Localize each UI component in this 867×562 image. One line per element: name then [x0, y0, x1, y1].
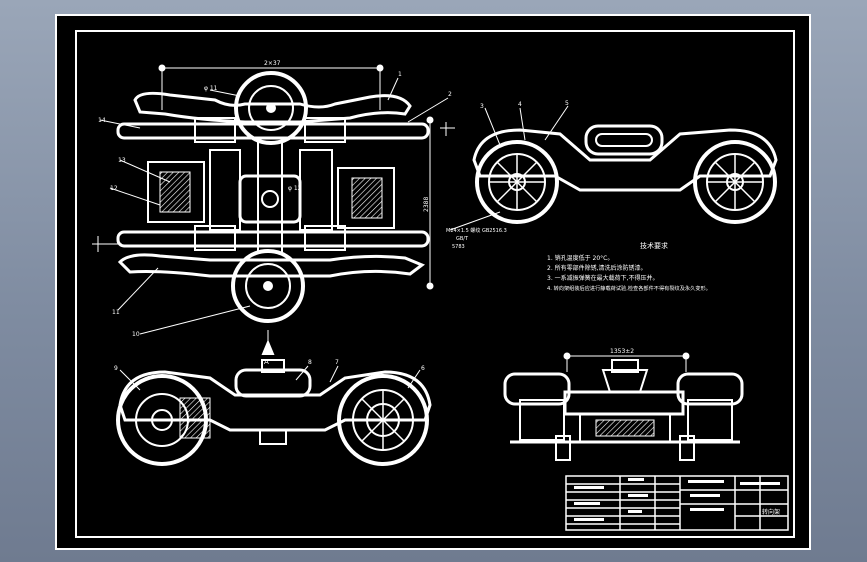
side-view — [449, 105, 778, 231]
elevation-view — [116, 359, 432, 466]
title-block — [565, 475, 789, 531]
part-10: 10 — [132, 331, 140, 338]
note-line-3: 5783 — [452, 244, 465, 250]
tech-req-1: 1. 销孔温度低于 20°C。 — [547, 254, 613, 262]
part-8: 8 — [308, 359, 312, 366]
plan-view — [92, 64, 455, 355]
tech-requirements-title: 技术要求 — [640, 241, 668, 250]
part-5: 5 — [565, 100, 569, 107]
dim-top: 2×37 — [264, 60, 281, 67]
dim-side: 2388 — [423, 197, 430, 212]
part-14: 14 — [98, 117, 106, 124]
part-3: 3 — [480, 103, 484, 110]
part-12: 12 — [110, 185, 118, 192]
tech-req-2: 2. 所有零部件除锈,清洗后涂防锈漆。 — [547, 264, 647, 272]
title-block-label: 转向架 — [762, 508, 780, 516]
part-9: 9 — [114, 365, 118, 372]
part-1: 1 — [398, 71, 402, 78]
part-4: 4 — [518, 101, 522, 108]
part-6: 6 — [421, 365, 425, 372]
dim-front-view: 1353±2 — [610, 348, 634, 355]
part-2: 2 — [448, 91, 452, 98]
section-callout: A — [264, 358, 269, 366]
dim-bore-center: φ 12 — [288, 185, 302, 192]
front-view — [503, 352, 744, 461]
dim-bore-top: φ 11 — [204, 85, 218, 92]
note-line-1: M24×1.5 螺纹 GB2516.3 — [446, 227, 507, 234]
tech-req-4: 4. 转向架组装后应进行静载荷试验,检查各部件不得有裂纹及永久变形。 — [547, 284, 711, 292]
part-13: 13 — [118, 157, 126, 164]
tech-req-3: 3. 一系减振弹簧在最大载荷下,不得压并。 — [547, 274, 659, 282]
drawing-frame — [75, 30, 795, 538]
part-7: 7 — [335, 359, 339, 366]
part-11: 11 — [112, 309, 120, 316]
note-line-2: GB/T — [456, 236, 469, 242]
